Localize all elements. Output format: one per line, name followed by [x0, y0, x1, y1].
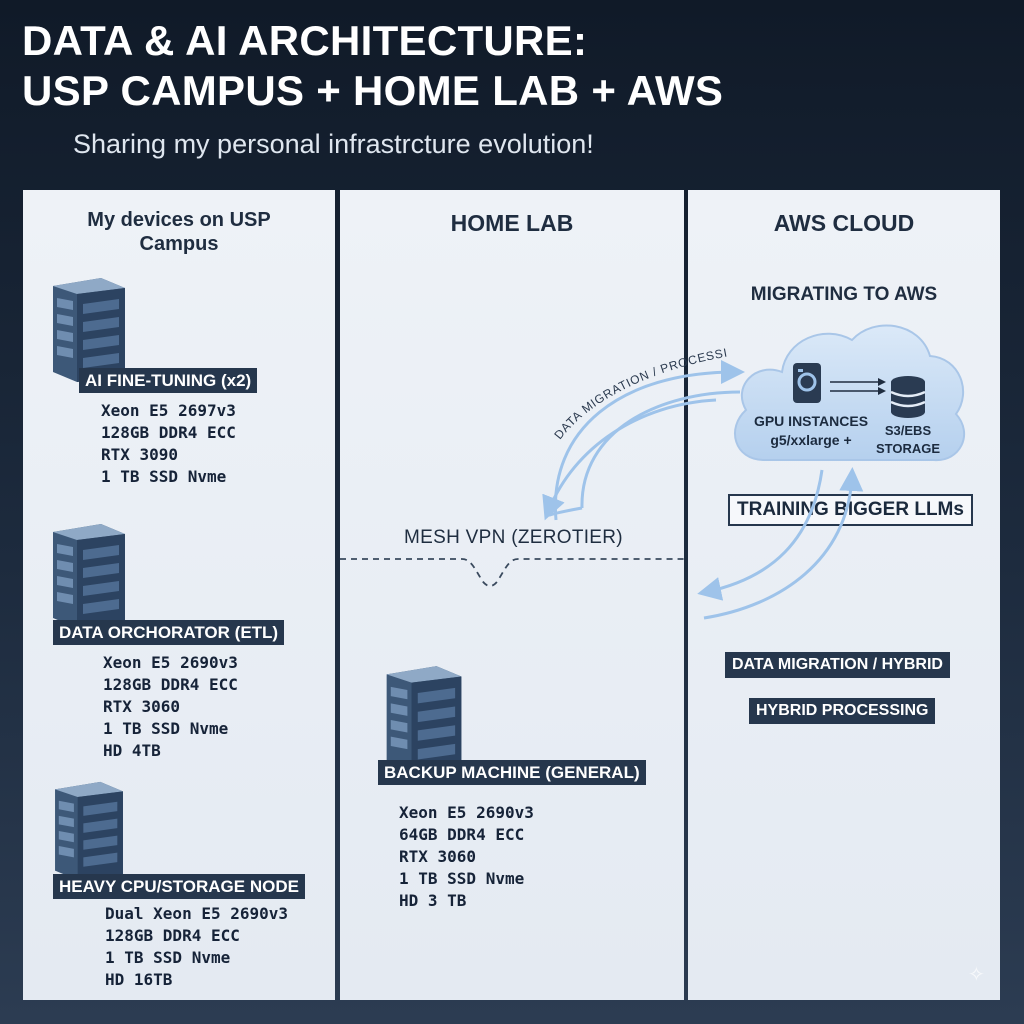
- title-line-2: USP CAMPUS + HOME LAB + AWS: [22, 67, 724, 114]
- spec-line: Xeon E5 2690v3: [103, 653, 238, 672]
- storage-line-2: STORAGE: [875, 441, 941, 456]
- spec-line: 1 TB SSD Nvme: [399, 869, 525, 888]
- spec-line: HD 3 TB: [399, 891, 467, 910]
- spec-line: Dual Xeon E5 2690v3: [105, 904, 289, 923]
- gpu-instances-line-2: g5/xxlarge +: [770, 432, 852, 448]
- page-title: DATA & AI ARCHITECTURE: USP CAMPUS + HOM…: [22, 16, 723, 116]
- mesh-vpn-label: MESH VPN (ZEROTIER): [404, 527, 623, 548]
- aws-panel-title: AWS CLOUD: [773, 210, 915, 236]
- backup-machine-specs: Xeon E5 2690v3 64GB DDR4 ECC RTX 3060 1 …: [399, 802, 534, 912]
- data-orchestrator-specs: Xeon E5 2690v3 128GB DDR4 ECC RTX 3060 1…: [103, 652, 238, 762]
- spec-line: 1 TB SSD Nvme: [105, 948, 231, 967]
- spec-line: HD 16TB: [105, 970, 173, 989]
- spec-line: 128GB DDR4 ECC: [103, 675, 238, 694]
- spec-line: Xeon E5 2697v3: [101, 401, 236, 420]
- hybrid-processing-tag: HYBRID PROCESSING: [749, 698, 936, 724]
- migration-arrow-label: DATA MIGRATION / PROCESSING: [0, 0, 729, 442]
- hybrid-arrow-up: [703, 467, 864, 620]
- server-icon: [53, 278, 125, 382]
- migration-arrow-label-path: DATA MIGRATION / PROCESSING: [0, 0, 728, 442]
- page-subtitle: Sharing my personal infrastrcture evolut…: [73, 129, 594, 159]
- homelab-panel-title: HOME LAB: [450, 210, 574, 236]
- spec-line: 128GB DDR4 ECC: [101, 423, 236, 442]
- server-icon: [55, 781, 123, 880]
- storage-label: S3/EBS STORAGE: [868, 422, 948, 458]
- arrow-icon: [830, 378, 886, 395]
- spec-line: 64GB DDR4 ECC: [399, 825, 525, 844]
- gpu-instances-label: GPU INSTANCES g5/xxlarge +: [746, 412, 876, 450]
- homelab-panel: HOME LAB MESH VPN (ZEROTIER) BACKUP MACH…: [340, 190, 684, 1000]
- server-icon: [386, 666, 462, 774]
- data-orchestrator-label: DATA ORCHORATOR (ETL): [53, 620, 285, 645]
- migration-arrow-to-homelab: [542, 398, 717, 521]
- sparkle-icon: ✧: [968, 964, 985, 986]
- spec-line: 128GB DDR4 ECC: [105, 926, 240, 945]
- aws-subtitle: MIGRATING TO AWS: [750, 284, 938, 305]
- migration-arrow-to-aws: [553, 360, 745, 521]
- spec-line: HD 4TB: [103, 741, 161, 760]
- heavy-cpu-specs: Dual Xeon E5 2690v3 128GB DDR4 ECC 1 TB …: [105, 903, 288, 991]
- hybrid-arrow-down: [697, 469, 824, 601]
- backup-machine-label: BACKUP MACHINE (GENERAL): [378, 760, 646, 785]
- spec-line: RTX 3060: [399, 847, 477, 866]
- vpn-dashed-link: [340, 558, 684, 587]
- spec-line: 1 TB SSD Nvme: [103, 719, 229, 738]
- campus-panel-title: My devices on USP Campus: [87, 209, 271, 255]
- ai-finetuning-label: AI FINE-TUNING (x2): [79, 368, 258, 393]
- database-icon: [890, 376, 926, 418]
- server-icon: [53, 524, 125, 628]
- spec-line: Xeon E5 2690v3: [399, 803, 534, 822]
- spec-line: RTX 3090: [101, 445, 179, 464]
- ai-finetuning-specs: Xeon E5 2697v3 128GB DDR4 ECC RTX 3090 1…: [101, 400, 236, 488]
- storage-line-1: S3/EBS: [884, 423, 932, 438]
- title-line-1: DATA & AI ARCHITECTURE:: [22, 17, 588, 64]
- aws-panel: AWS CLOUD MIGRATING TO AWS GPU INSTANCES…: [688, 190, 1000, 1000]
- cloud-icon: [734, 324, 966, 462]
- gpu-instances-line-1: GPU INSTANCES: [753, 413, 869, 429]
- campus-panel: My devices on USP Campus AI FINE-TUNING …: [23, 190, 335, 1000]
- heavy-cpu-label: HEAVY CPU/STORAGE NODE: [53, 874, 305, 899]
- spec-line: RTX 3060: [103, 697, 181, 716]
- data-migration-hybrid-tag: DATA MIGRATION / HYBRID: [725, 652, 950, 678]
- gpu-chip-icon: [793, 363, 821, 403]
- spec-line: 1 TB SSD Nvme: [101, 467, 227, 486]
